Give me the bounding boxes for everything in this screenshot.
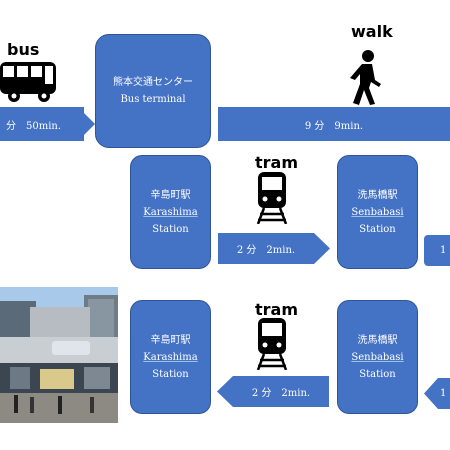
karashima-station-top-node: 辛島町駅 Karashima Station xyxy=(130,155,211,269)
karashima-bottom-jp: 辛島町駅 xyxy=(150,334,191,346)
tram-top-arrow-head xyxy=(314,233,330,264)
bus-arrow-head xyxy=(78,107,95,141)
tram-bottom-mode-label: tram xyxy=(255,300,299,319)
bus-terminal-jp: 熊本交通センター xyxy=(113,77,193,88)
karashima-bottom-en2: Station xyxy=(152,368,189,380)
senbabasi-bottom-en2: Station xyxy=(359,368,396,380)
tram-top-mode-label: tram xyxy=(255,153,299,172)
senbabasi-top-en1: Senbabasi xyxy=(351,206,404,218)
karashima-top-en1: Karashima xyxy=(143,206,198,218)
karashima-bottom-en1: Karashima xyxy=(143,351,198,363)
walk-icon xyxy=(350,50,381,105)
tram-top-time-text: 2 分 2min. xyxy=(236,245,296,256)
senbabasi-bottom-jp: 洗馬橋駅 xyxy=(357,334,398,346)
walk-time-bar: 9 分 9min. xyxy=(218,107,450,141)
tram-bottom-icon xyxy=(256,318,288,370)
walk-time-text: 9 分 9min. xyxy=(304,120,364,132)
karashima-top-en2: Station xyxy=(152,223,189,235)
right-edge-bottom-segment: 1 xyxy=(438,378,450,409)
right-edge-bottom-arrow-head xyxy=(424,378,438,409)
senbabasi-station-top-node: 洗馬橋駅 Senbabasi Station xyxy=(337,155,418,269)
karashima-station-bottom-node: 辛島町駅 Karashima Station xyxy=(130,300,211,414)
tram-top-icon xyxy=(256,172,288,224)
tram-bottom-arrow-head xyxy=(217,376,233,407)
bus-icon xyxy=(0,62,56,102)
senbabasi-top-jp: 洗馬橋駅 xyxy=(357,189,398,201)
bus-mode-label: bus xyxy=(7,40,40,59)
tram-top-time-arrow: 2 分 2min. xyxy=(218,233,314,264)
walk-mode-label: walk xyxy=(351,22,393,41)
senbabasi-bottom-en1: Senbabasi xyxy=(351,351,404,363)
karashima-top-jp: 辛島町駅 xyxy=(150,189,191,201)
bus-time-text: 分 50min. xyxy=(6,120,62,132)
bus-terminal-en: Bus terminal xyxy=(120,94,186,105)
bus-terminal-photo xyxy=(0,287,118,423)
tram-bottom-time-text: 2 分 2min. xyxy=(251,388,311,399)
right-edge-top-segment: 1 xyxy=(424,235,450,266)
senbabasi-top-en2: Station xyxy=(359,223,396,235)
bus-time-arrow: 分 50min. xyxy=(0,107,84,141)
tram-bottom-time-arrow: 2 分 2min. xyxy=(233,376,329,407)
bus-terminal-node: 熊本交通センター Bus terminal xyxy=(95,34,211,148)
senbabasi-station-bottom-node: 洗馬橋駅 Senbabasi Station xyxy=(337,300,418,414)
